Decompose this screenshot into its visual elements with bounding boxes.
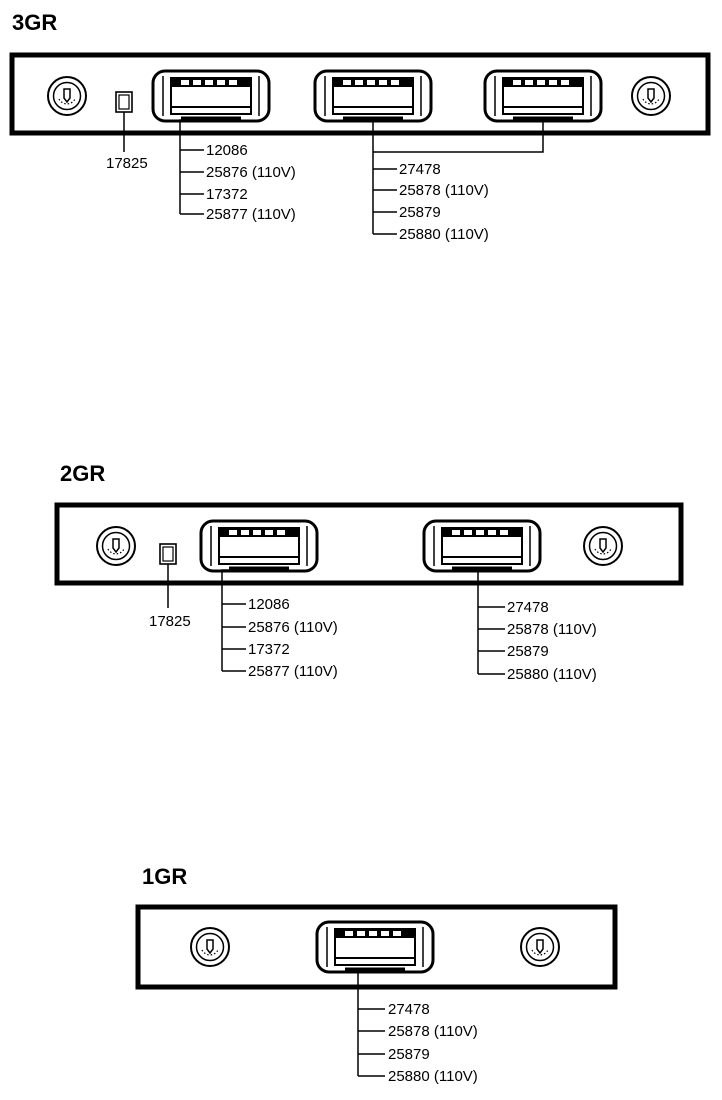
control-knob-icon — [520, 927, 560, 967]
panel-2gr: 2GR 17825 12086 25876 (110V) 17372 25877… — [54, 461, 684, 683]
panel-1gr: 1GR 27478 25878 (110V) 25879 25880 (110V… — [135, 864, 618, 1085]
part-label: 25876 (110V) — [206, 164, 296, 181]
part-label: 25876 (110V) — [248, 619, 338, 636]
part-label: 27478 — [399, 161, 441, 178]
sight-glass-window-icon — [422, 519, 542, 573]
panel-3gr: 3GR 17825 12086 25876 (110V) 17372 25877… — [9, 10, 711, 243]
sight-glass-window-icon — [313, 69, 433, 123]
indicator-light-icon — [159, 543, 177, 565]
indicator-light-icon — [115, 91, 133, 113]
part-label: 17825 — [149, 613, 191, 630]
part-label: 25877 (110V) — [248, 663, 338, 680]
part-label: 17372 — [206, 186, 248, 203]
sight-glass-window-icon — [315, 920, 435, 974]
part-label: 25880 (110V) — [388, 1068, 478, 1085]
sight-glass-window-icon — [199, 519, 319, 573]
leader-lines — [167, 564, 505, 675]
panel-title: 1GR — [142, 864, 187, 889]
leader-lines — [357, 972, 385, 1077]
part-label: 17825 — [106, 155, 148, 172]
sight-glass-window-icon — [151, 69, 271, 123]
part-label: 25879 — [388, 1046, 430, 1063]
sight-glass-window-icon — [483, 69, 603, 123]
part-label: 27478 — [388, 1001, 430, 1018]
part-label: 25878 (110V) — [399, 182, 489, 199]
control-knob-icon — [631, 76, 671, 116]
part-label: 25880 (110V) — [507, 666, 597, 683]
part-label: 25878 (110V) — [388, 1023, 478, 1040]
control-knob-icon — [583, 526, 623, 566]
part-label: 25879 — [399, 204, 441, 221]
part-label: 12086 — [248, 596, 290, 613]
leader-lines — [123, 112, 544, 235]
part-label: 25879 — [507, 643, 549, 660]
panel-title: 2GR — [60, 461, 105, 486]
part-label: 17372 — [248, 641, 290, 658]
control-knob-icon — [47, 76, 87, 116]
panel-title: 3GR — [12, 10, 57, 35]
part-label: 25878 (110V) — [507, 621, 597, 638]
part-label: 27478 — [507, 599, 549, 616]
part-label: 25877 (110V) — [206, 206, 296, 223]
control-knob-icon — [96, 526, 136, 566]
part-label: 25880 (110V) — [399, 226, 489, 243]
control-knob-icon — [190, 927, 230, 967]
part-label: 12086 — [206, 142, 248, 159]
